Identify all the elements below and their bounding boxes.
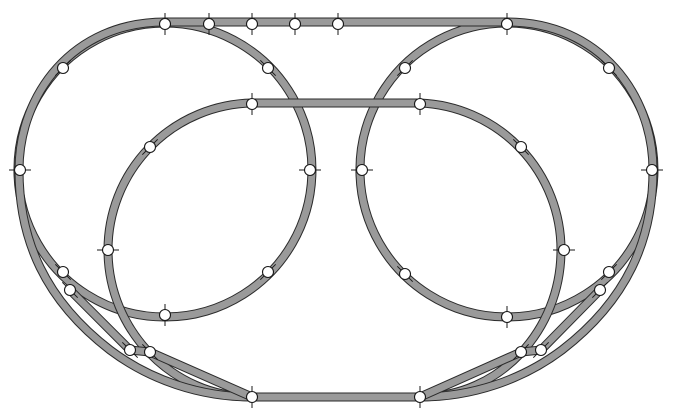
joint-marker bbox=[557, 243, 571, 257]
left-crossover-track bbox=[66, 286, 256, 401]
joint-marker bbox=[56, 265, 70, 279]
track-joint bbox=[500, 306, 514, 328]
joint-marker bbox=[158, 308, 172, 322]
joint-marker bbox=[593, 283, 607, 297]
track-joint bbox=[245, 13, 259, 35]
track-joint bbox=[299, 163, 321, 177]
track-joint bbox=[351, 163, 373, 177]
joint-marker bbox=[398, 267, 412, 281]
joint-marker bbox=[202, 17, 216, 31]
track-joint bbox=[54, 59, 72, 77]
joint-marker bbox=[514, 345, 528, 359]
track-joint bbox=[97, 243, 119, 257]
track-joint bbox=[158, 13, 172, 35]
joint-marker bbox=[500, 17, 514, 31]
joint-marker bbox=[63, 283, 77, 297]
joint-marker bbox=[398, 61, 412, 75]
track-joint bbox=[600, 263, 618, 281]
joint-marker bbox=[500, 310, 514, 324]
track-joint bbox=[202, 13, 216, 35]
joint-marker bbox=[288, 17, 302, 31]
joint-marker bbox=[355, 163, 369, 177]
track-joint bbox=[259, 59, 277, 77]
joint-marker bbox=[143, 345, 157, 359]
track-joint bbox=[641, 163, 663, 177]
joint-marker bbox=[303, 163, 317, 177]
track-joint bbox=[259, 263, 277, 281]
track-joint bbox=[512, 138, 530, 156]
joint-marker bbox=[413, 390, 427, 404]
joint-marker bbox=[13, 163, 27, 177]
joint-marker bbox=[602, 61, 616, 75]
joint-marker bbox=[261, 61, 275, 75]
track-joint bbox=[141, 138, 159, 156]
inner-oval-track bbox=[104, 99, 565, 401]
joint-marker bbox=[245, 390, 259, 404]
joint-marker bbox=[413, 97, 427, 111]
track-joint bbox=[141, 343, 159, 361]
track-joint bbox=[500, 13, 514, 35]
joint-marker bbox=[514, 140, 528, 154]
joint-marker bbox=[158, 17, 172, 31]
track-joint bbox=[413, 93, 427, 115]
joint-marker bbox=[123, 343, 137, 357]
track-joints bbox=[9, 13, 663, 408]
joint-marker bbox=[534, 343, 548, 357]
track-joint bbox=[245, 386, 259, 408]
joint-marker bbox=[101, 243, 115, 257]
track-joint bbox=[121, 341, 139, 359]
right-outer-curve-track bbox=[416, 18, 657, 401]
joint-marker bbox=[261, 265, 275, 279]
track-joint bbox=[600, 59, 618, 77]
track-joint bbox=[245, 93, 259, 115]
track-joint bbox=[158, 304, 172, 326]
track-joint bbox=[532, 341, 550, 359]
track-pieces bbox=[13, 17, 659, 402]
joint-marker bbox=[331, 17, 345, 31]
track-joint bbox=[9, 163, 31, 177]
inner-oval-track-edge bbox=[103, 98, 566, 402]
track-joint bbox=[61, 281, 79, 299]
joint-marker bbox=[602, 265, 616, 279]
joint-marker bbox=[645, 163, 659, 177]
right-crossover-track bbox=[416, 286, 604, 401]
track-joint bbox=[591, 281, 609, 299]
track-joint bbox=[288, 13, 302, 35]
track-joint bbox=[553, 243, 575, 257]
left-outer-curve-track bbox=[15, 18, 256, 401]
joint-marker bbox=[245, 97, 259, 111]
track-joint bbox=[413, 386, 427, 408]
joint-marker bbox=[245, 17, 259, 31]
joint-marker bbox=[143, 140, 157, 154]
track-joint bbox=[512, 343, 530, 361]
track-joint bbox=[331, 13, 345, 35]
joint-marker bbox=[56, 61, 70, 75]
track-joint bbox=[396, 59, 414, 77]
track-joint bbox=[396, 265, 414, 283]
track-joint bbox=[54, 263, 72, 281]
